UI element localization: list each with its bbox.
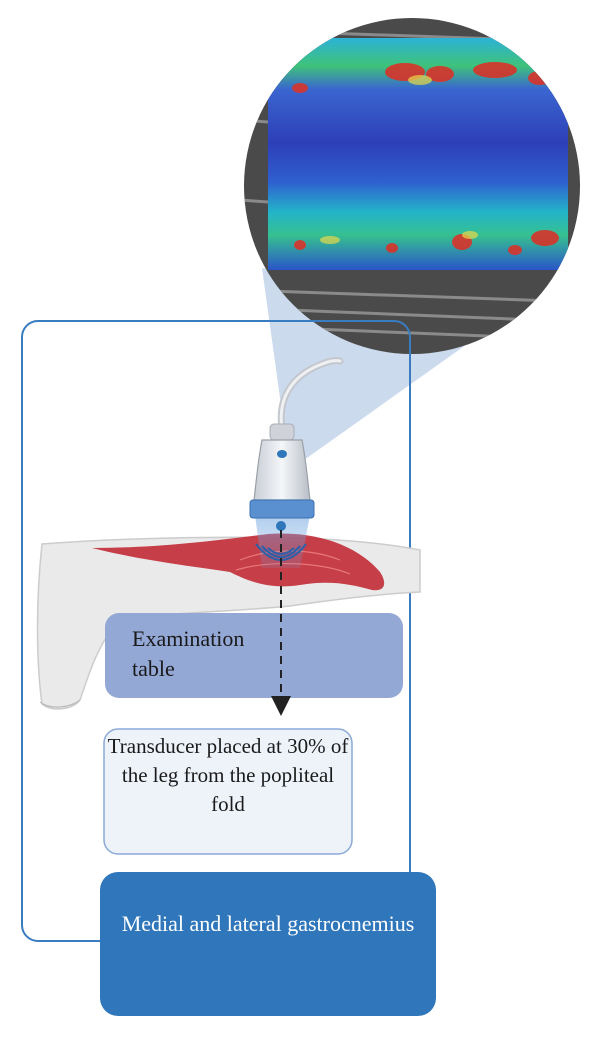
muscle-label-box <box>100 872 436 1016</box>
transducer-placement-note: Transducer placed at 30% of the leg from… <box>107 734 349 816</box>
examination-table-label: Examination table <box>132 626 245 681</box>
arrow-down-icon <box>271 696 291 716</box>
examination-table-box <box>105 613 403 698</box>
gastrocnemius-muscle <box>92 533 385 591</box>
transducer-note-box <box>103 728 353 855</box>
ultrasound-transducer-icon <box>249 357 344 531</box>
muscle-label: Medial and lateral gastrocnemius <box>121 911 415 936</box>
elastography-image <box>244 18 580 354</box>
